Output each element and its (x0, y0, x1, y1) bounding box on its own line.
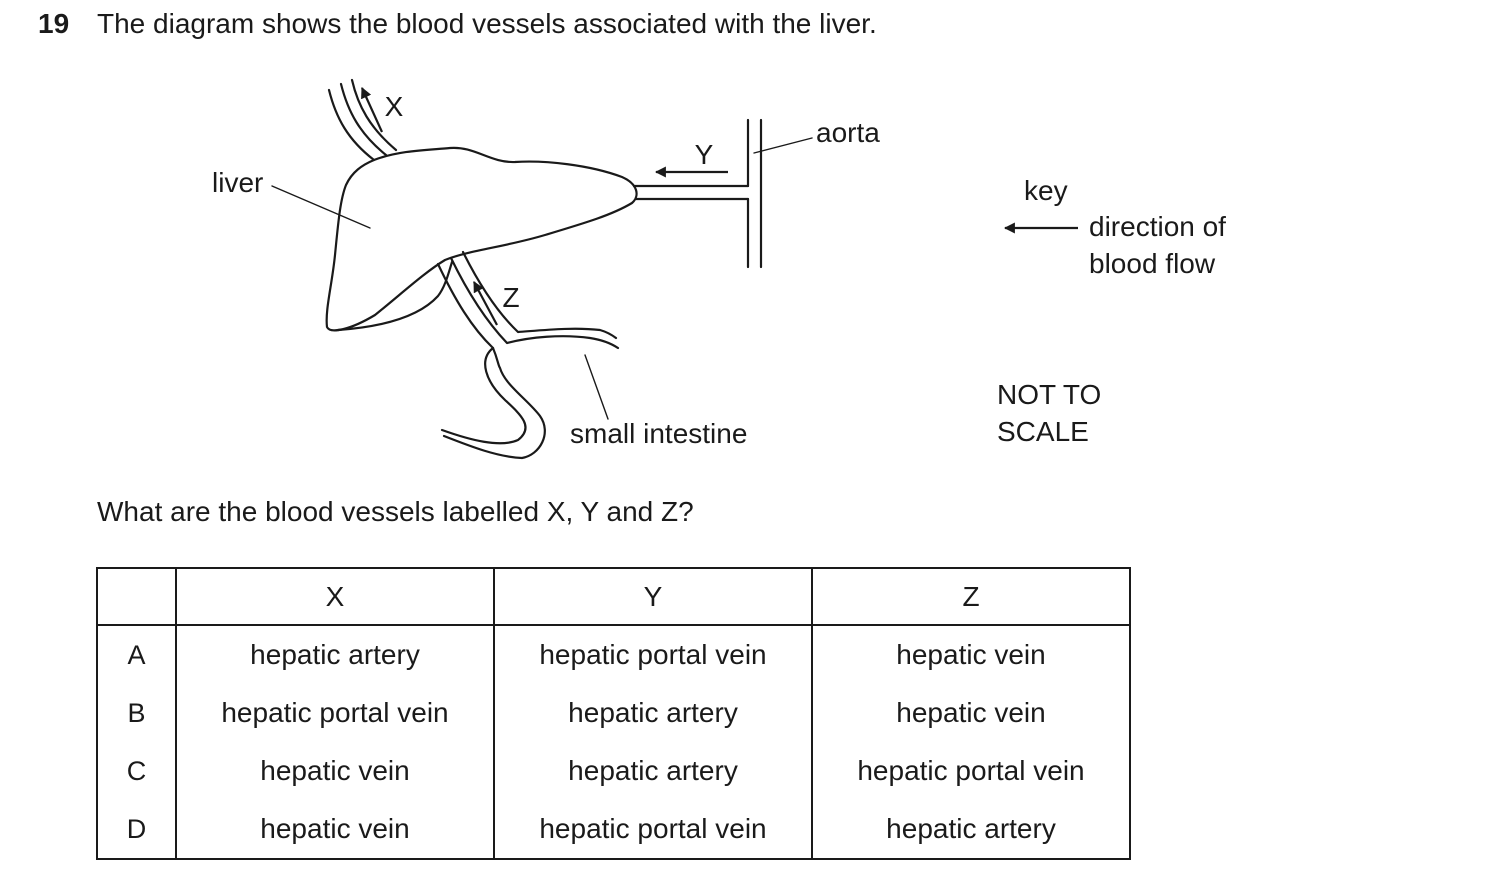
arrow-x (360, 86, 384, 133)
vessel-y (632, 184, 750, 201)
vessel-z (436, 262, 527, 445)
key-text-line1: direction of (1089, 211, 1226, 242)
option-letter[interactable]: C (97, 742, 177, 800)
table-row[interactable]: A hepatic artery hepatic portal vein hep… (97, 625, 1130, 684)
option-z: hepatic artery (886, 813, 1056, 844)
option-y: hepatic portal vein (494, 625, 813, 684)
not-to-scale-line1: NOT TO (997, 379, 1101, 410)
liver-lobe (336, 260, 454, 332)
label-aorta: aorta (816, 117, 880, 148)
label-liver: liver (212, 167, 263, 198)
table-row[interactable]: B hepatic portal vein hepatic artery hep… (97, 684, 1130, 742)
question-number: 19 (38, 8, 70, 39)
table-header-row: X Y Z (97, 568, 1130, 626)
table-row[interactable]: D hepatic vein hepatic portal vein hepat… (97, 800, 1130, 859)
header-x: X (176, 568, 495, 626)
answer-table: X Y Z A hepatic artery hepatic portal ve… (96, 567, 1131, 860)
option-letter[interactable]: B (97, 684, 177, 742)
liver-diagram: X Y Z liver aorta small intestine key di… (212, 78, 1226, 460)
key-text-line2: blood flow (1089, 248, 1216, 279)
option-y: hepatic portal vein (494, 800, 813, 859)
table-row[interactable]: C hepatic vein hepatic artery hepatic po… (97, 742, 1130, 800)
label-y: Y (695, 139, 714, 170)
option-letter[interactable]: D (97, 800, 177, 859)
option-z: hepatic vein (896, 697, 1046, 728)
arrow-z (473, 281, 498, 326)
key-title: key (1024, 175, 1068, 206)
option-z: hepatic portal vein (857, 755, 1085, 786)
label-z: Z (502, 282, 519, 313)
option-z: hepatic vein (896, 639, 1046, 670)
not-to-scale-line2: SCALE (997, 416, 1089, 447)
header-z: Z (812, 568, 1130, 626)
header-blank (97, 568, 177, 626)
label-x: X (385, 91, 404, 122)
option-x: hepatic vein (176, 742, 495, 800)
option-y: hepatic artery (494, 742, 813, 800)
option-x: hepatic vein (176, 800, 495, 859)
label-small-intestine: small intestine (570, 418, 747, 449)
option-letter[interactable]: A (97, 625, 177, 684)
question-prompt: What are the blood vessels labelled X, Y… (97, 496, 694, 527)
liver-outline (325, 146, 638, 332)
header-y: Y (494, 568, 813, 626)
option-y: hepatic artery (494, 684, 813, 742)
question-text: The diagram shows the blood vessels asso… (97, 8, 877, 39)
vessel-x (327, 78, 398, 162)
aorta-vessel (746, 118, 763, 269)
option-x: hepatic artery (176, 625, 495, 684)
option-x: hepatic portal vein (176, 684, 495, 742)
